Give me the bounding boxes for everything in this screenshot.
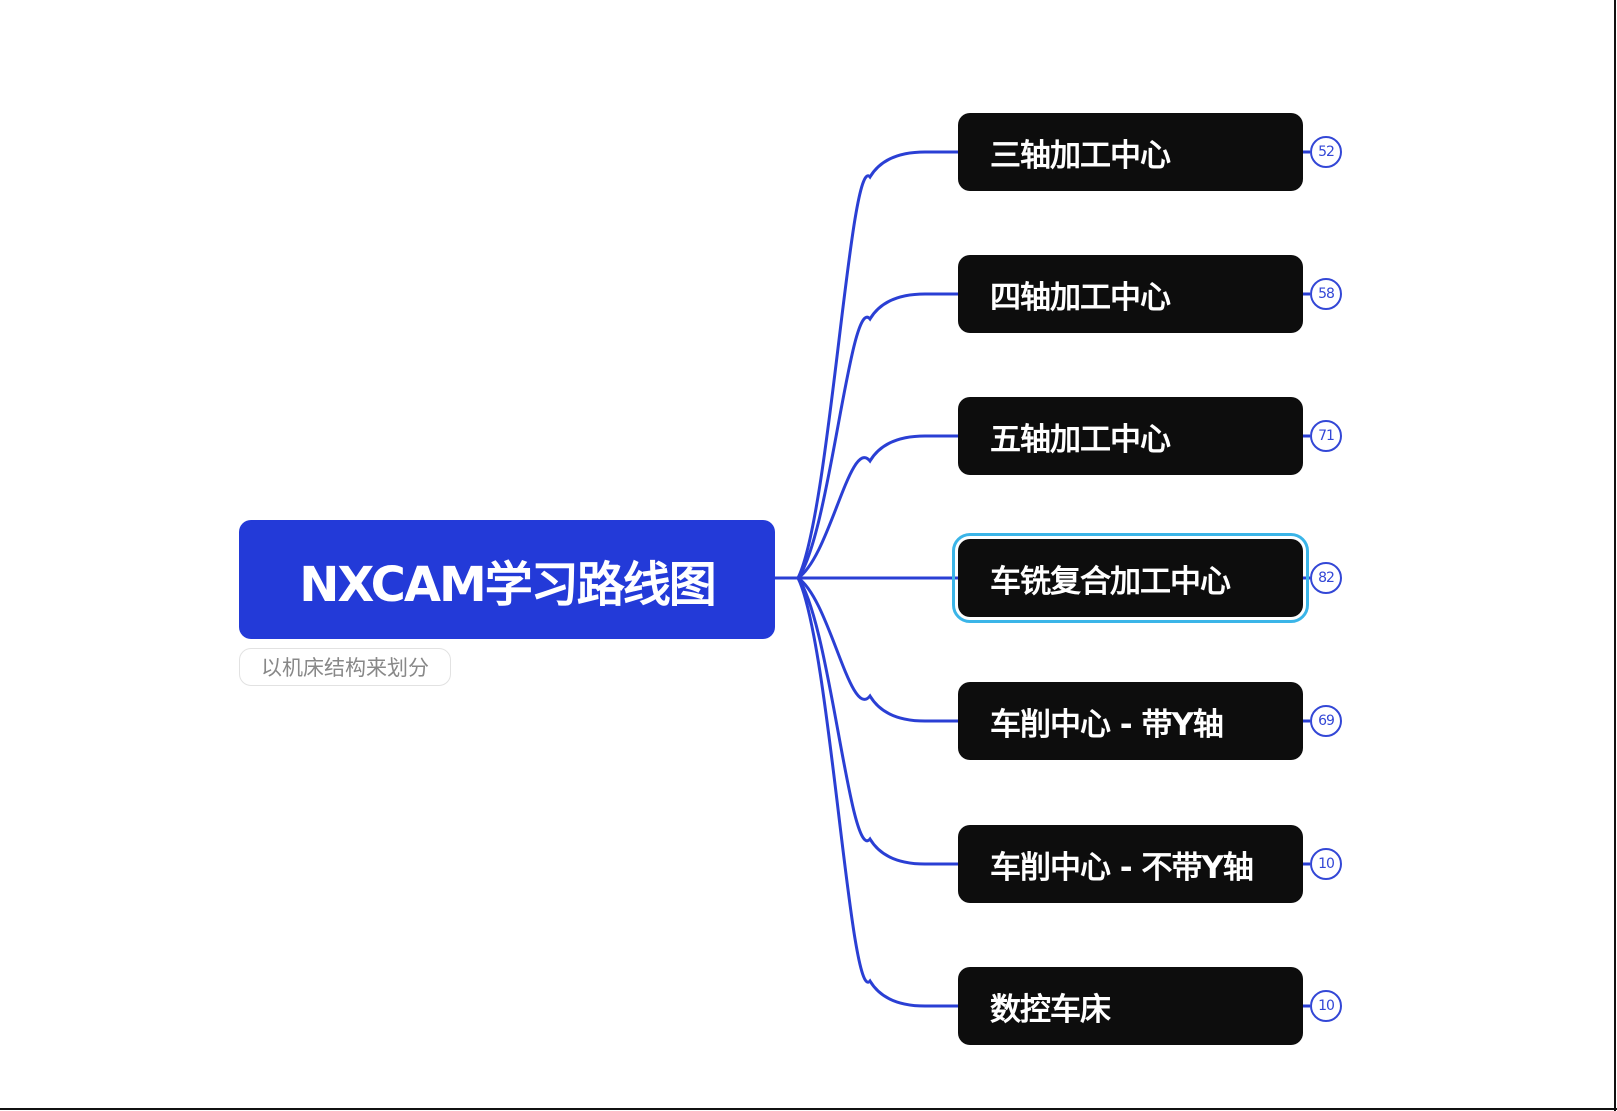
subtopic-label: 车削中心 - 带Y轴	[990, 706, 1224, 743]
subtopic-node[interactable]: 车削中心 - 不带Y轴	[958, 825, 1303, 903]
collapsed-count-badge[interactable]: 82	[1310, 562, 1342, 594]
subtopic-node[interactable]: 五轴加工中心	[958, 397, 1303, 475]
subtopic-node[interactable]: 三轴加工中心	[958, 113, 1303, 191]
subtopic-node[interactable]: 四轴加工中心	[958, 255, 1303, 333]
connector-line	[775, 576, 958, 866]
root-topic[interactable]: NXCAM学习路线图	[239, 520, 775, 639]
subtopic-label: 车削中心 - 不带Y轴	[990, 849, 1254, 886]
collapsed-count-badge[interactable]: 10	[1310, 990, 1342, 1022]
connector-line	[775, 292, 958, 580]
subtopic-label: 数控车床	[990, 991, 1111, 1028]
collapsed-count-badge[interactable]: 71	[1310, 420, 1342, 452]
connector-line	[775, 576, 958, 723]
subtopic-node[interactable]: 数控车床	[958, 967, 1303, 1045]
frame-border-bottom	[0, 1108, 1617, 1110]
frame-border-right	[1614, 0, 1616, 1111]
connector-line	[775, 434, 958, 580]
subtopic-label: 三轴加工中心	[990, 137, 1171, 174]
subtopic-node[interactable]: 车铣复合加工中心	[952, 533, 1309, 623]
subtopic-label: 五轴加工中心	[990, 421, 1171, 458]
root-label-note[interactable]: 以机床结构来划分	[239, 648, 451, 686]
collapsed-count-badge[interactable]: 10	[1310, 848, 1342, 880]
collapsed-count-badge[interactable]: 52	[1310, 136, 1342, 168]
connector-line	[775, 576, 958, 1008]
subtopic-label: 车铣复合加工中心	[990, 563, 1231, 600]
subtopic-label: 四轴加工中心	[990, 279, 1171, 316]
connector-line	[775, 150, 958, 580]
collapsed-count-badge[interactable]: 58	[1310, 278, 1342, 310]
collapsed-count-badge[interactable]: 69	[1310, 705, 1342, 737]
subtopic-node[interactable]: 车削中心 - 带Y轴	[958, 682, 1303, 760]
